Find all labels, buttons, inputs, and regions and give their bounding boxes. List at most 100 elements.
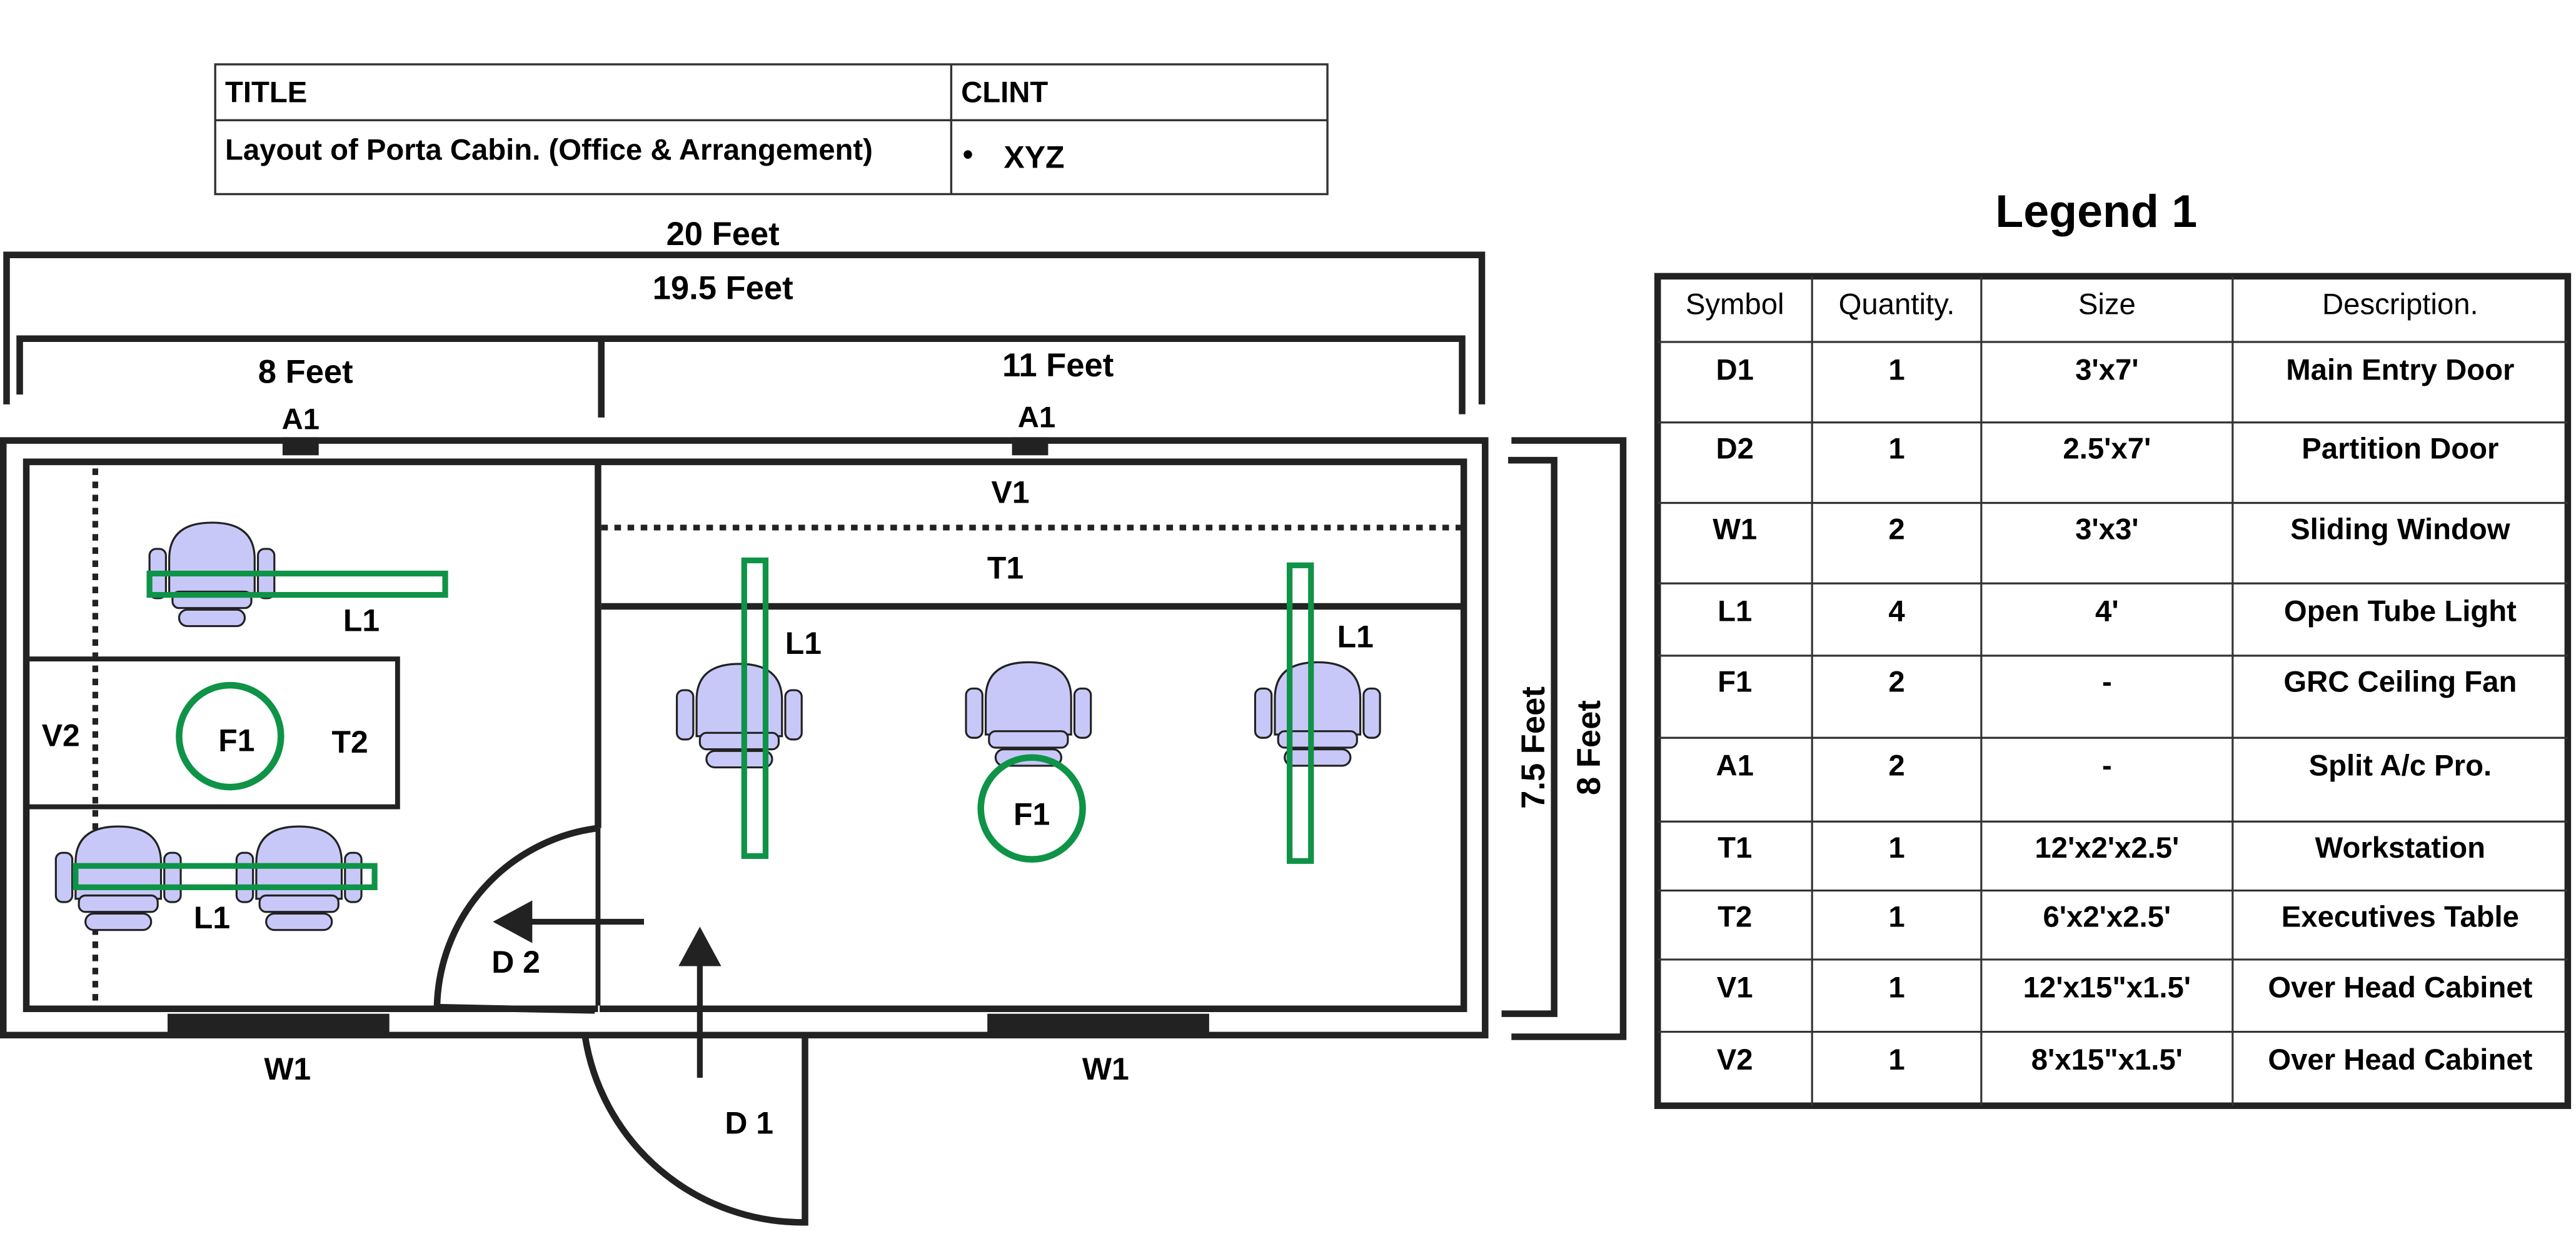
fan-label: F1: [218, 723, 254, 758]
legend-cell-quantity: 1: [1888, 831, 1904, 865]
door-label-d2: D 2: [491, 945, 540, 980]
dim-label-8ft-depth: 8 Feet: [1571, 700, 1607, 795]
client-bullet: •: [963, 138, 974, 171]
ac-unit-left: [282, 437, 319, 456]
legend-column-header: Size: [2078, 288, 2136, 321]
legend-cell-description: Workstation: [2315, 831, 2485, 865]
legend-column-header: Symbol: [1686, 288, 1784, 321]
outer-wall: [0, 437, 1489, 1039]
tube-light-icon: [146, 570, 448, 598]
legend-cell-quantity: 1: [1888, 971, 1904, 1004]
legend-cell-symbol: D1: [1716, 353, 1753, 386]
light-label: L1: [194, 900, 230, 935]
legend-cell-size: 3'x3': [2075, 513, 2138, 546]
legend-cell-size: 12'x15"x1.5': [2023, 971, 2191, 1004]
partition-door-arrowhead: [493, 900, 533, 943]
legend-cell-symbol: F1: [1718, 666, 1752, 699]
fan-label: F1: [1014, 797, 1050, 832]
window-right: [987, 1013, 1209, 1034]
tube-light-icon: [73, 863, 378, 890]
legend-cell-quantity: 2: [1888, 666, 1904, 699]
legend-cell-symbol: A1: [1716, 750, 1753, 783]
dim-label-19-5ft: 19.5 Feet: [653, 270, 793, 307]
legend-cell-symbol: V1: [1717, 971, 1753, 1004]
legend-cell-quantity: 1: [1888, 433, 1904, 466]
legend-cell-quantity: 4: [1888, 595, 1905, 628]
cabinet-label-v2: V2: [42, 718, 80, 753]
chair-icon: [1254, 661, 1381, 767]
legend-cell-quantity: 1: [1888, 900, 1904, 933]
entry-door-swing: [581, 1035, 808, 1226]
client-name: XYZ: [1004, 139, 1064, 174]
tube-light-icon: [741, 557, 769, 860]
legend-cell-symbol: V2: [1717, 1043, 1753, 1076]
inner-wall: [23, 458, 1467, 1013]
title-header: TITLE: [225, 76, 307, 109]
legend-cell-symbol: L1: [1718, 595, 1752, 628]
dimension-bracket-7-5ft: [1501, 456, 1557, 1017]
light-label: L1: [785, 626, 822, 661]
legend-cell-size: 8'x15"x1.5': [2031, 1043, 2183, 1076]
executive-table: [24, 656, 400, 810]
legend-cell-symbol: T2: [1718, 900, 1752, 933]
legend-frame: [1654, 273, 2572, 1110]
dimension-bracket-8ft: [1511, 437, 1627, 1040]
legend-column-header: Description.: [2322, 288, 2478, 321]
dim-label-20ft: 20 Feet: [667, 216, 780, 253]
cabin-walls: [0, 437, 1489, 1039]
cabinet-label-v1: V1: [991, 475, 1029, 510]
drawing-title: Layout of Porta Cabin. (Office & Arrange…: [225, 133, 873, 166]
legend-cell-quantity: 1: [1888, 1043, 1904, 1076]
door-label-d1: D 1: [725, 1105, 773, 1140]
legend-cell-size: 2.5'x7': [2063, 433, 2151, 466]
title-block-frame: [214, 63, 1329, 196]
legend-cell-quantity: 2: [1888, 750, 1904, 783]
legend-cell-size: 6'x2'x2.5': [2043, 900, 2171, 933]
dimension-lines: [3, 251, 1627, 1040]
partition-door-leaf: [436, 1003, 595, 1014]
ceiling-fan-icon: [176, 681, 284, 791]
legend-cell-description: Main Entry Door: [2286, 353, 2514, 386]
dim-label-11ft: 11 Feet: [1002, 347, 1114, 384]
legend-cell-description: GRC Ceiling Fan: [2283, 666, 2517, 699]
chair-icon: [235, 825, 363, 931]
title-block: TITLE CLINT Layout of Porta Cabin. (Offi…: [214, 63, 1329, 196]
legend-cell-description: Executives Table: [2282, 900, 2519, 933]
light-label: L1: [343, 603, 380, 638]
legend-cell-description: Over Head Cabinet: [2268, 1043, 2532, 1076]
window-left: [168, 1013, 390, 1034]
ac-unit-right: [1012, 437, 1049, 456]
legend-cell-description: Sliding Window: [2290, 513, 2510, 546]
dimension-bracket-19-5ft: [16, 335, 1466, 414]
dimension-bracket-20ft: [3, 251, 1486, 404]
legend-cell-size: -: [2102, 666, 2112, 699]
tube-light-icon: [1287, 562, 1314, 864]
legend-cell-symbol: D2: [1716, 433, 1753, 466]
entry-door-arrowhead: [678, 926, 722, 966]
ceiling-fan-icon: [977, 754, 1086, 863]
legend-cell-size: 3'x7': [2075, 353, 2138, 386]
ac-label-right: A1: [1018, 401, 1055, 434]
legend-cell-quantity: 1: [1888, 353, 1904, 386]
legend-cell-description: Partition Door: [2302, 433, 2498, 466]
legend-title: Legend 1: [1995, 185, 2197, 237]
dim-label-8ft: 8 Feet: [258, 354, 353, 391]
legend-cell-symbol: T1: [1718, 831, 1752, 865]
dim-label-7-5ft: 7.5 Feet: [1515, 686, 1552, 809]
legend-cell-description: Open Tube Light: [2284, 595, 2517, 628]
chair-icon: [965, 661, 1092, 767]
legend-cell-description: Split A/c Pro.: [2309, 750, 2492, 783]
legend-cell-size: 12'x2'x2.5': [2035, 831, 2179, 865]
legend-cell-size: 4': [2095, 595, 2119, 628]
table-label-t2: T2: [332, 725, 368, 760]
ac-label-left: A1: [282, 403, 319, 436]
chair-icon: [675, 663, 803, 769]
legend-cell-quantity: 2: [1888, 513, 1904, 546]
window-label-right: W1: [1082, 1051, 1129, 1086]
legend-cell-symbol: W1: [1713, 513, 1757, 546]
workstation-label-t1: T1: [987, 550, 1024, 585]
legend-cell-size: -: [2102, 750, 2112, 783]
